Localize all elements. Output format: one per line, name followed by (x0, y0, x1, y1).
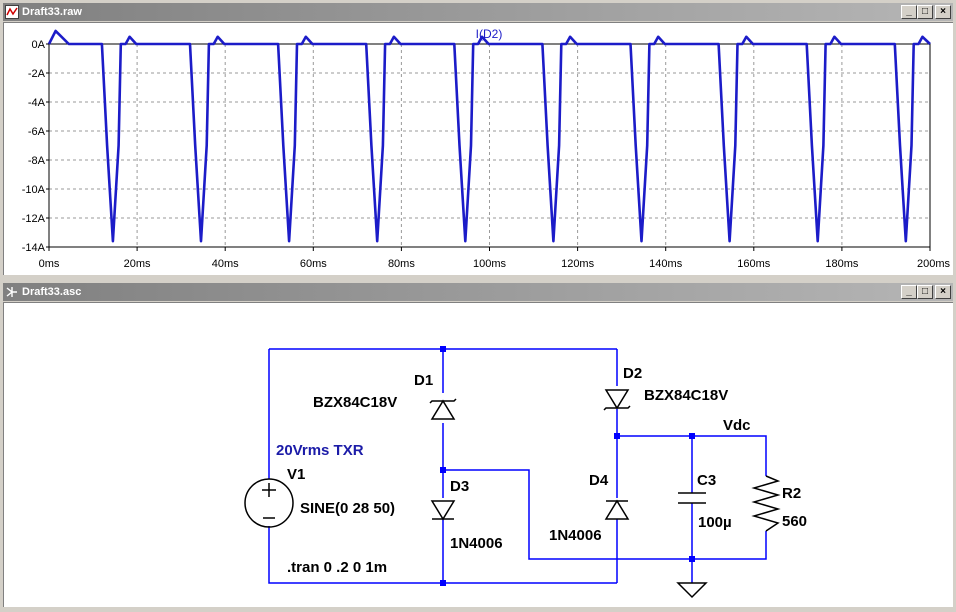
x-tick-label: 100ms (473, 258, 507, 270)
c3-value-label[interactable]: 100µ (698, 514, 732, 531)
d3-model-label[interactable]: 1N4006 (450, 535, 503, 552)
x-tick-label: 200ms (917, 258, 951, 270)
plot-window-titlebar[interactable]: Draft33.raw _ □ × (3, 3, 953, 21)
minimize-button[interactable]: _ (901, 285, 917, 299)
minimize-icon: _ (906, 286, 912, 297)
y-tick-label: -4A (28, 97, 46, 109)
d1-name-label[interactable]: D1 (414, 372, 433, 389)
close-icon: × (940, 286, 946, 297)
v1-name-label[interactable]: V1 (287, 466, 305, 483)
c3-name-label[interactable]: C3 (697, 472, 716, 489)
spice-directive[interactable]: .tran 0 .2 0 1m (287, 559, 387, 576)
junction-dot (440, 346, 446, 352)
schematic-drawing[interactable]: D1 BZX84C18V D2 BZX84C18V D3 1N4006 D4 1… (4, 303, 953, 607)
wire-bottom-left[interactable] (268, 526, 617, 584)
d2-zener-icon[interactable] (603, 389, 631, 411)
d4-diode-icon[interactable] (604, 499, 630, 520)
maximize-button[interactable]: □ (917, 5, 933, 19)
x-tick-label: 140ms (649, 258, 683, 270)
d3-diode-icon[interactable] (430, 500, 456, 521)
schematic-window-titlebar[interactable]: Draft33.asc _ □ × (3, 283, 953, 301)
plot-window: Draft33.raw _ □ × I(D2) 0A-2A-4A-6A-8A-1… (0, 0, 956, 277)
junction-dot (689, 433, 695, 439)
net-label-vdc[interactable]: Vdc (723, 417, 751, 434)
d2-name-label[interactable]: D2 (623, 365, 642, 382)
d3-name-label[interactable]: D3 (450, 478, 469, 495)
ground-icon[interactable] (676, 582, 708, 599)
y-tick-label: -12A (22, 213, 46, 225)
x-tick-label: 0ms (39, 258, 60, 270)
x-tick-label: 120ms (561, 258, 595, 270)
wires (268, 348, 767, 584)
y-tick-label: 0A (32, 39, 46, 51)
junction-dot (440, 467, 446, 473)
maximize-icon: □ (921, 286, 929, 297)
v1-voltage-source-icon[interactable] (244, 478, 294, 528)
schematic-icon (5, 285, 19, 299)
schematic-window-title: Draft33.asc (22, 286, 82, 298)
d1-zener-icon[interactable] (429, 398, 457, 420)
maximize-icon: □ (921, 6, 929, 17)
d4-model-label[interactable]: 1N4006 (549, 527, 602, 544)
v1-source-type-label[interactable]: 20Vrms TXR (276, 442, 364, 459)
x-tick-label: 180ms (825, 258, 859, 270)
plot-window-title: Draft33.raw (22, 6, 82, 18)
d2-model-label[interactable]: BZX84C18V (644, 387, 728, 404)
c3-capacitor-icon[interactable] (678, 492, 706, 504)
r2-name-label[interactable]: R2 (782, 485, 801, 502)
x-tick-label: 160ms (737, 258, 771, 270)
y-tick-label: -14A (22, 242, 46, 254)
schematic-window: Draft33.asc _ □ × (0, 280, 956, 609)
x-tick-label: 60ms (300, 258, 327, 270)
y-tick-label: -8A (28, 155, 46, 167)
close-icon: × (940, 6, 946, 17)
d1-model-label[interactable]: BZX84C18V (313, 394, 397, 411)
x-tick-label: 40ms (212, 258, 239, 270)
wire-vdc-rail[interactable] (617, 435, 767, 560)
close-button[interactable]: × (935, 285, 951, 299)
junctions (440, 346, 695, 586)
x-tick-label: 80ms (388, 258, 415, 270)
minimize-button[interactable]: _ (901, 5, 917, 19)
junction-dot (689, 556, 695, 562)
junction-dot (440, 580, 446, 586)
schematic-canvas[interactable]: D1 BZX84C18V D2 BZX84C18V D3 1N4006 D4 1… (3, 302, 953, 607)
x-tick-label: 20ms (124, 258, 151, 270)
d4-name-label[interactable]: D4 (589, 472, 609, 489)
minimize-icon: _ (906, 6, 912, 17)
trace-line-i-d2 (47, 29, 931, 243)
r2-resistor-icon[interactable] (751, 475, 781, 532)
junction-dot (614, 433, 620, 439)
y-tick-label: -6A (28, 126, 46, 138)
waveform-icon (5, 5, 19, 19)
close-button[interactable]: × (935, 5, 951, 19)
v1-value-label[interactable]: SINE(0 28 50) (300, 500, 395, 517)
y-tick-label: -2A (28, 68, 46, 80)
y-tick-label: -10A (22, 184, 46, 196)
wire-mid-tap[interactable] (443, 469, 692, 560)
maximize-button[interactable]: □ (917, 285, 933, 299)
r2-value-label[interactable]: 560 (782, 513, 807, 530)
